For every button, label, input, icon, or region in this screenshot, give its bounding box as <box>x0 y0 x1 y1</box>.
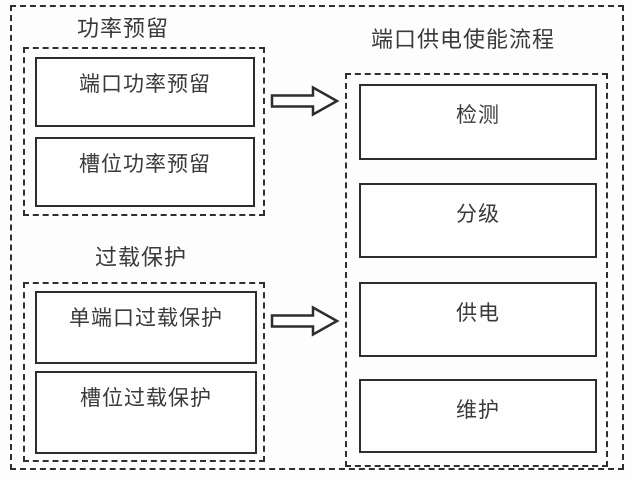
flow-box-port-power-reservation: 端口功率预留 <box>35 57 255 127</box>
overload-protection-group-box <box>23 282 265 462</box>
port-power-enable-flow-group-box <box>345 73 608 467</box>
right-arrow-icon <box>270 85 340 117</box>
right-arrow-icon <box>270 305 340 337</box>
flow-box-classification: 分级 <box>359 183 597 258</box>
flow-box-slot-power-reservation: 槽位功率预留 <box>35 137 255 207</box>
power-reservation-group-box <box>23 47 265 216</box>
flow-box-power-supply: 供电 <box>359 282 597 357</box>
flow-box-detection: 检测 <box>359 84 597 160</box>
group-title-port-power-enable-flow: 端口供电使能流程 <box>370 27 555 52</box>
flow-box-slot-overload-protection: 槽位过载保护 <box>35 371 257 454</box>
outer-dashed-border <box>10 5 624 470</box>
group-title-overload-protection: 过载保护 <box>94 245 187 270</box>
group-title-power-reservation: 功率预留 <box>76 16 169 41</box>
flow-box-maintenance: 维护 <box>359 379 597 453</box>
flow-box-single-port-overload-protection: 单端口过载保护 <box>35 291 257 364</box>
